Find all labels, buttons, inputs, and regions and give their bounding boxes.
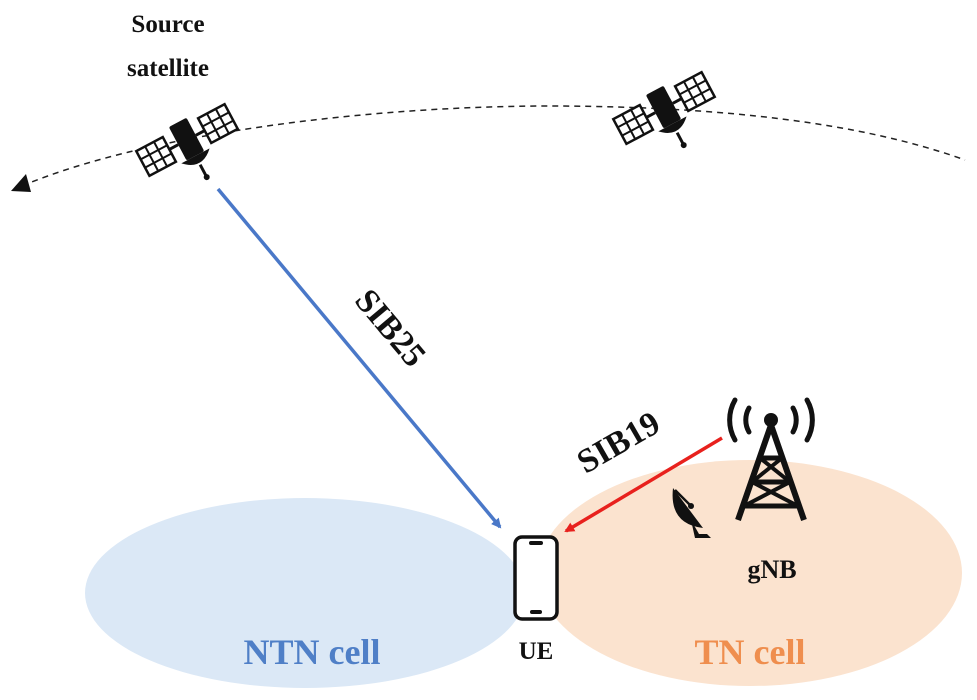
ntn-cell-label: NTN cell	[244, 632, 381, 672]
sib25-arrow	[216, 187, 502, 529]
radio-waves-icon	[727, 397, 815, 443]
sib19-arrow	[564, 436, 723, 533]
source-satellite-label-line2: satellite	[127, 55, 209, 82]
cell-tower-icon	[735, 413, 807, 521]
ue-label: UE	[519, 638, 554, 665]
tn-cell-label: TN cell	[695, 632, 806, 672]
smartphone-icon	[513, 535, 559, 621]
dish-antenna-icon	[672, 488, 711, 538]
tn-cell-area	[538, 460, 962, 686]
second-satellite-icon	[608, 65, 731, 173]
ntn-cell-area	[85, 498, 525, 688]
orbit-direction-arrowhead	[11, 174, 31, 192]
source-satellite-label-line1: Source	[131, 11, 204, 38]
gnb-label: gNB	[747, 555, 796, 584]
sib19-label: SIB19	[571, 405, 666, 481]
source-satellite-icon	[131, 97, 254, 205]
